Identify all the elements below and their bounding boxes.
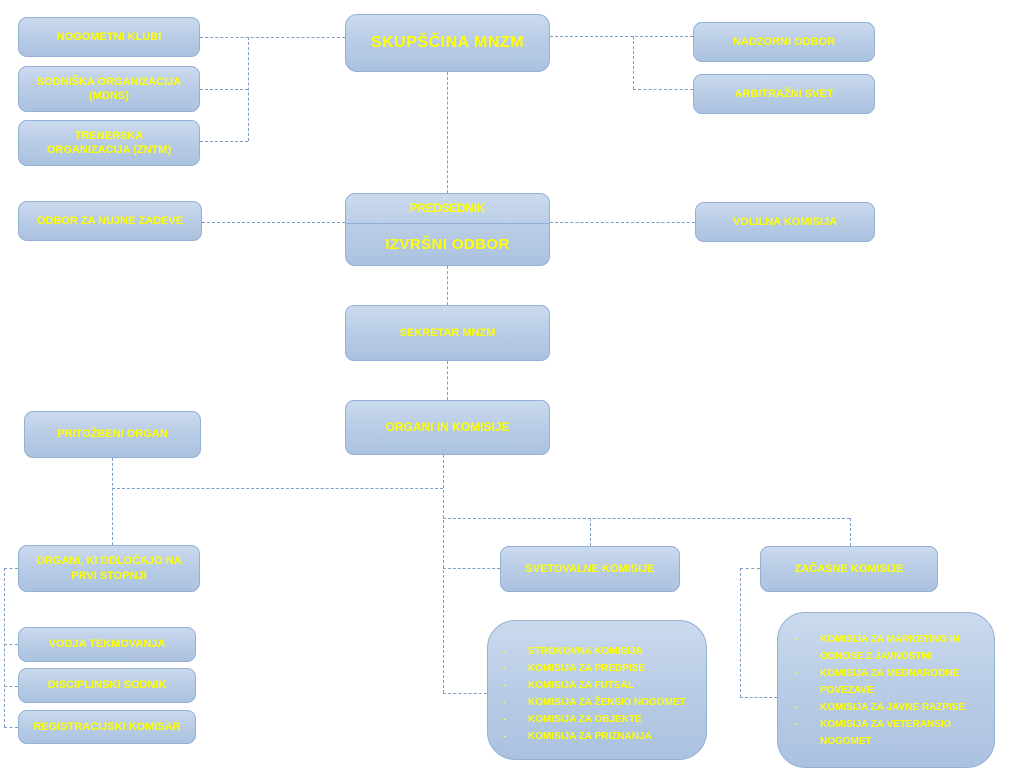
connector: [633, 36, 634, 89]
bullet-dash: -: [503, 714, 507, 725]
node-organi-prve-stopnje: ORGANI, KI ODLOČAJO NA PRVI STOPNJI: [18, 545, 200, 592]
bullet-dash: -: [503, 646, 507, 657]
bullet-dash: -: [503, 697, 507, 708]
list-item-label: STROKOVNA KOMISIJA: [528, 646, 643, 657]
node-odbor-za-nujne-zadeve: ODBOR ZA NUJNE ZADEVE: [18, 201, 202, 241]
connector: [4, 568, 18, 569]
node-disciplinski-sodnik: DISCIPLINSKI SODNIK: [18, 668, 196, 703]
list-item: - KOMISIJA ZA VETERANSKI NOGOMET: [782, 716, 986, 750]
bullet-dash: -: [795, 668, 799, 679]
svetovalne-komisije-list: - STROKOVNA KOMISIJA - KOMISIJA ZA PREDP…: [487, 620, 707, 760]
connector: [443, 568, 500, 569]
connector: [447, 266, 448, 305]
connector: [447, 72, 448, 193]
zacasne-komisije-list: - KOMISIJA ZA MARKETING IN ODNOSE Z JAVN…: [777, 612, 995, 768]
connector: [112, 458, 113, 545]
connector: [740, 568, 741, 697]
node-izvrsni-odbor: IZVRŠNI ODBOR: [385, 236, 510, 253]
bullet-dash: -: [795, 702, 799, 713]
connector: [4, 727, 18, 728]
list-item-label: KOMISIJA ZA PREDPISE: [528, 663, 646, 674]
connector: [4, 568, 5, 727]
connector: [550, 222, 695, 223]
node-sodniska-organizacija: SODNIŠKA ORGANIZACIJA (MDNS): [18, 66, 200, 112]
node-registracijski-komisar: REGISTRACIJSKI KOMISAR: [18, 710, 196, 744]
list-item-label: KOMISIJA ZA MEDNARODNE POVEZAVE: [820, 668, 960, 696]
node-svetovalne-komisije: SVETOVALNE KOMISIJE: [500, 546, 680, 592]
connector: [550, 36, 693, 37]
bullet-dash: -: [503, 731, 507, 742]
list-item-label: KOMISIJA ZA FUTSAL: [528, 680, 634, 691]
node-organi-in-komisije: ORGANI IN KOMISIJE: [345, 400, 550, 455]
node-arbitrazni-svet: ARBITRAŽNI SVET: [693, 74, 875, 114]
connector: [447, 361, 448, 400]
bullet-dash: -: [795, 634, 799, 645]
connector: [200, 141, 248, 142]
connector: [443, 693, 487, 694]
connector: [112, 488, 443, 489]
list-item-label: KOMISIJA ZA MARKETING IN ODNOSE Z JAVNOS…: [820, 634, 960, 662]
connector: [4, 644, 18, 645]
list-item: - KOMISIJA ZA PRIZNANJA: [490, 728, 698, 745]
connector: [740, 697, 777, 698]
node-zacasne-komisije: ZAČASNE KOMISIJE: [760, 546, 938, 592]
node-nogometni-klubi: NOGOMETNI KLUBI: [18, 17, 200, 57]
connector: [740, 568, 760, 569]
list-item: - STROKOVNA KOMISIJA: [490, 643, 698, 660]
list-item-label: KOMISIJA ZA PRIZNANJA: [528, 731, 652, 742]
bullet-dash: -: [503, 663, 507, 674]
node-vodja-tekmovanja: VODJA TEKMOVANJA: [18, 627, 196, 662]
connector: [248, 37, 249, 141]
bullet-dash: -: [795, 719, 799, 730]
connector: [200, 37, 345, 38]
list-item-label: KOMISIJA ZA VETERANSKI NOGOMET: [820, 719, 951, 747]
list-item: - KOMISIJA ZA MARKETING IN ODNOSE Z JAVN…: [782, 631, 986, 665]
node-predsednik-izvrsni-odbor: PREDSEDNIK IZVRŠNI ODBOR: [345, 193, 550, 266]
list-item: - KOMISIJA ZA MEDNARODNE POVEZAVE: [782, 665, 986, 699]
list-item-label: KOMISIJA ZA JAVNE RAZPISE: [820, 702, 966, 713]
list-item: - KOMISIJA ZA PREDPISE: [490, 660, 698, 677]
connector: [590, 518, 591, 546]
connector: [202, 222, 345, 223]
connector: [200, 89, 248, 90]
list-item-label: KOMISIJA ZA OBJEKTE: [528, 714, 642, 725]
connector: [443, 518, 850, 519]
connector: [850, 518, 851, 546]
list-item: - KOMISIJA ZA JAVNE RAZPISE: [782, 699, 986, 716]
list-item: - KOMISIJA ZA OBJEKTE: [490, 711, 698, 728]
node-predsednik: PREDSEDNIK: [346, 194, 549, 224]
list-item: - KOMISIJA ZA FUTSAL: [490, 677, 698, 694]
node-nadzorni-odbor: NADZORNI ODBOR: [693, 22, 875, 62]
list-item-label: KOMISIJA ZA ŽENSKI NOGOMET: [528, 697, 686, 708]
node-skupscina-mnzm: SKUPŠČINA MNZM: [345, 14, 550, 72]
connector: [4, 686, 18, 687]
bullet-dash: -: [503, 680, 507, 691]
connector: [633, 89, 693, 90]
node-volilna-komisija: VOLILNA KOMISIJA: [695, 202, 875, 242]
connector: [443, 455, 444, 693]
node-sekretar-mnzm: SEKRETAR MNZM: [345, 305, 550, 361]
node-trenerska-organizacija: TRENERSKA ORGANIZACIJA (ZNTM): [18, 120, 200, 166]
list-item: - KOMISIJA ZA ŽENSKI NOGOMET: [490, 694, 698, 711]
node-pritozbeni-organ: PRITOŽBENI ORGAN: [24, 411, 201, 458]
